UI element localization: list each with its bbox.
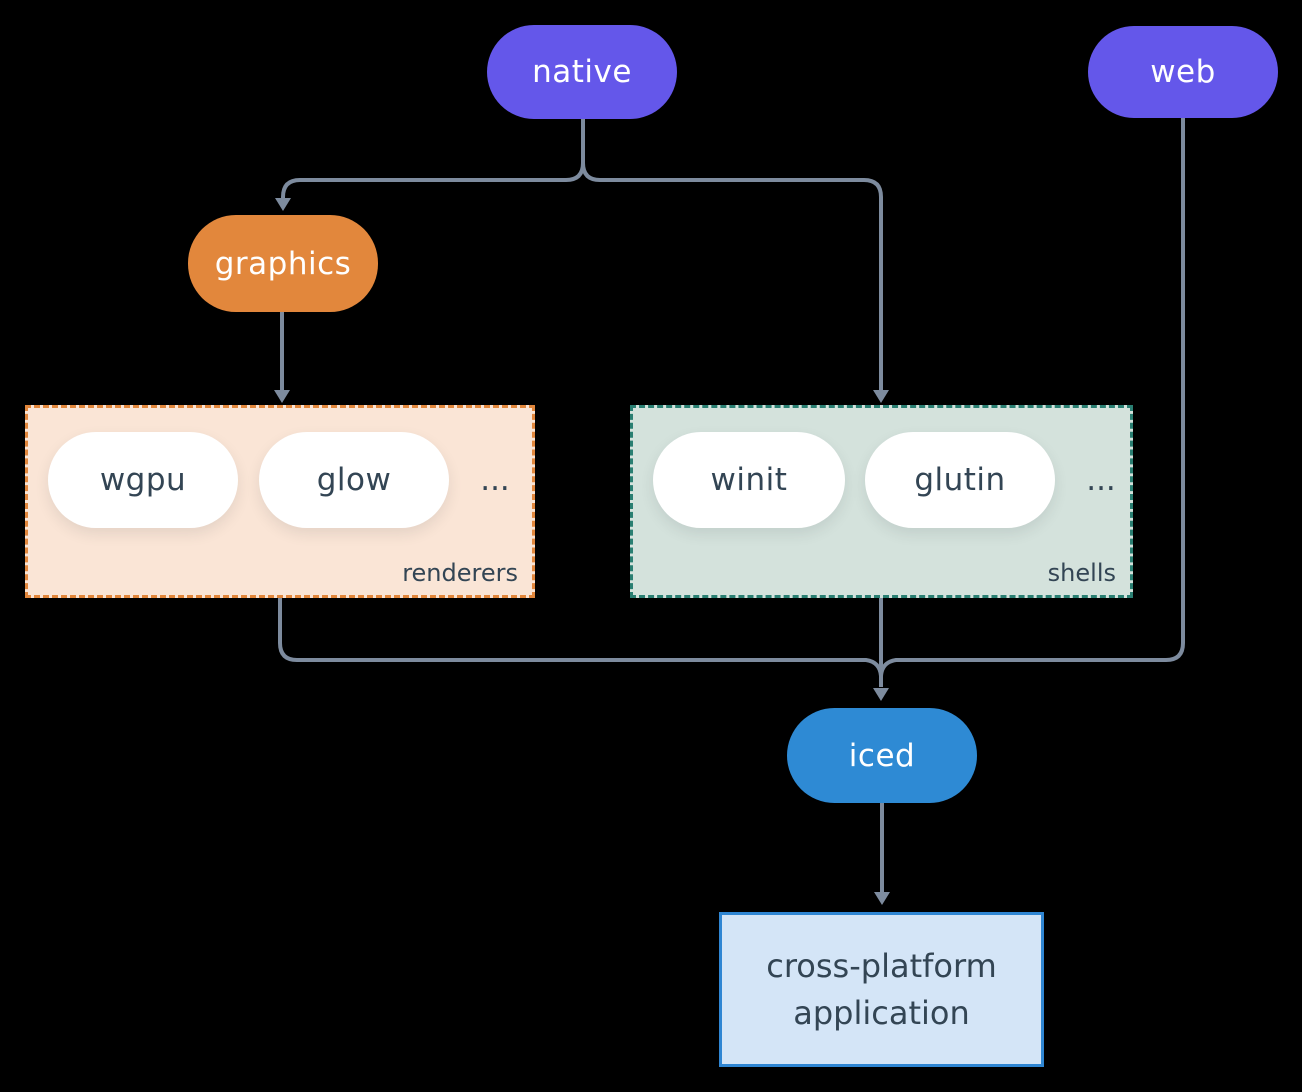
arrow-web-to-iced [879,118,1185,677]
arrowhead-to-iced-icon [873,688,889,701]
group-shells: winit glutin ... shells [630,405,1133,598]
node-glutin: glutin [865,432,1055,528]
node-wgpu: wgpu [48,432,238,528]
arrow-native-to-shells [581,162,883,390]
arrowhead-to-graphics-icon [275,198,291,211]
node-wgpu-label: wgpu [99,462,187,498]
arrow-native-to-graphics [281,162,585,198]
node-cross-platform-application: cross-platform application [719,912,1044,1067]
arrow-renderers-to-iced [278,598,883,677]
node-glutin-label: glutin [914,462,1006,498]
node-winit: winit [653,432,845,528]
shells-ellipsis: ... [1086,462,1116,498]
arrowhead-to-renderers-icon [274,390,290,403]
renderers-ellipsis: ... [480,462,510,498]
shells-group-label: shells [1047,559,1116,587]
arrowhead-to-application-icon [874,892,890,905]
node-winit-label: winit [710,462,788,498]
node-graphics: graphics [188,215,378,312]
node-iced: iced [787,708,977,803]
arrowhead-to-shells-icon [873,390,889,403]
node-glow-label: glow [316,462,392,498]
node-native-label: native [532,54,632,90]
node-native: native [487,25,677,119]
node-web: web [1088,26,1278,118]
node-glow: glow [259,432,449,528]
node-web-label: web [1150,54,1216,90]
group-renderers: wgpu glow ... renderers [25,405,535,598]
node-iced-label: iced [848,737,916,774]
application-label: cross-platform application [766,946,997,1032]
node-graphics-label: graphics [214,245,352,282]
renderers-group-label: renderers [402,559,518,587]
